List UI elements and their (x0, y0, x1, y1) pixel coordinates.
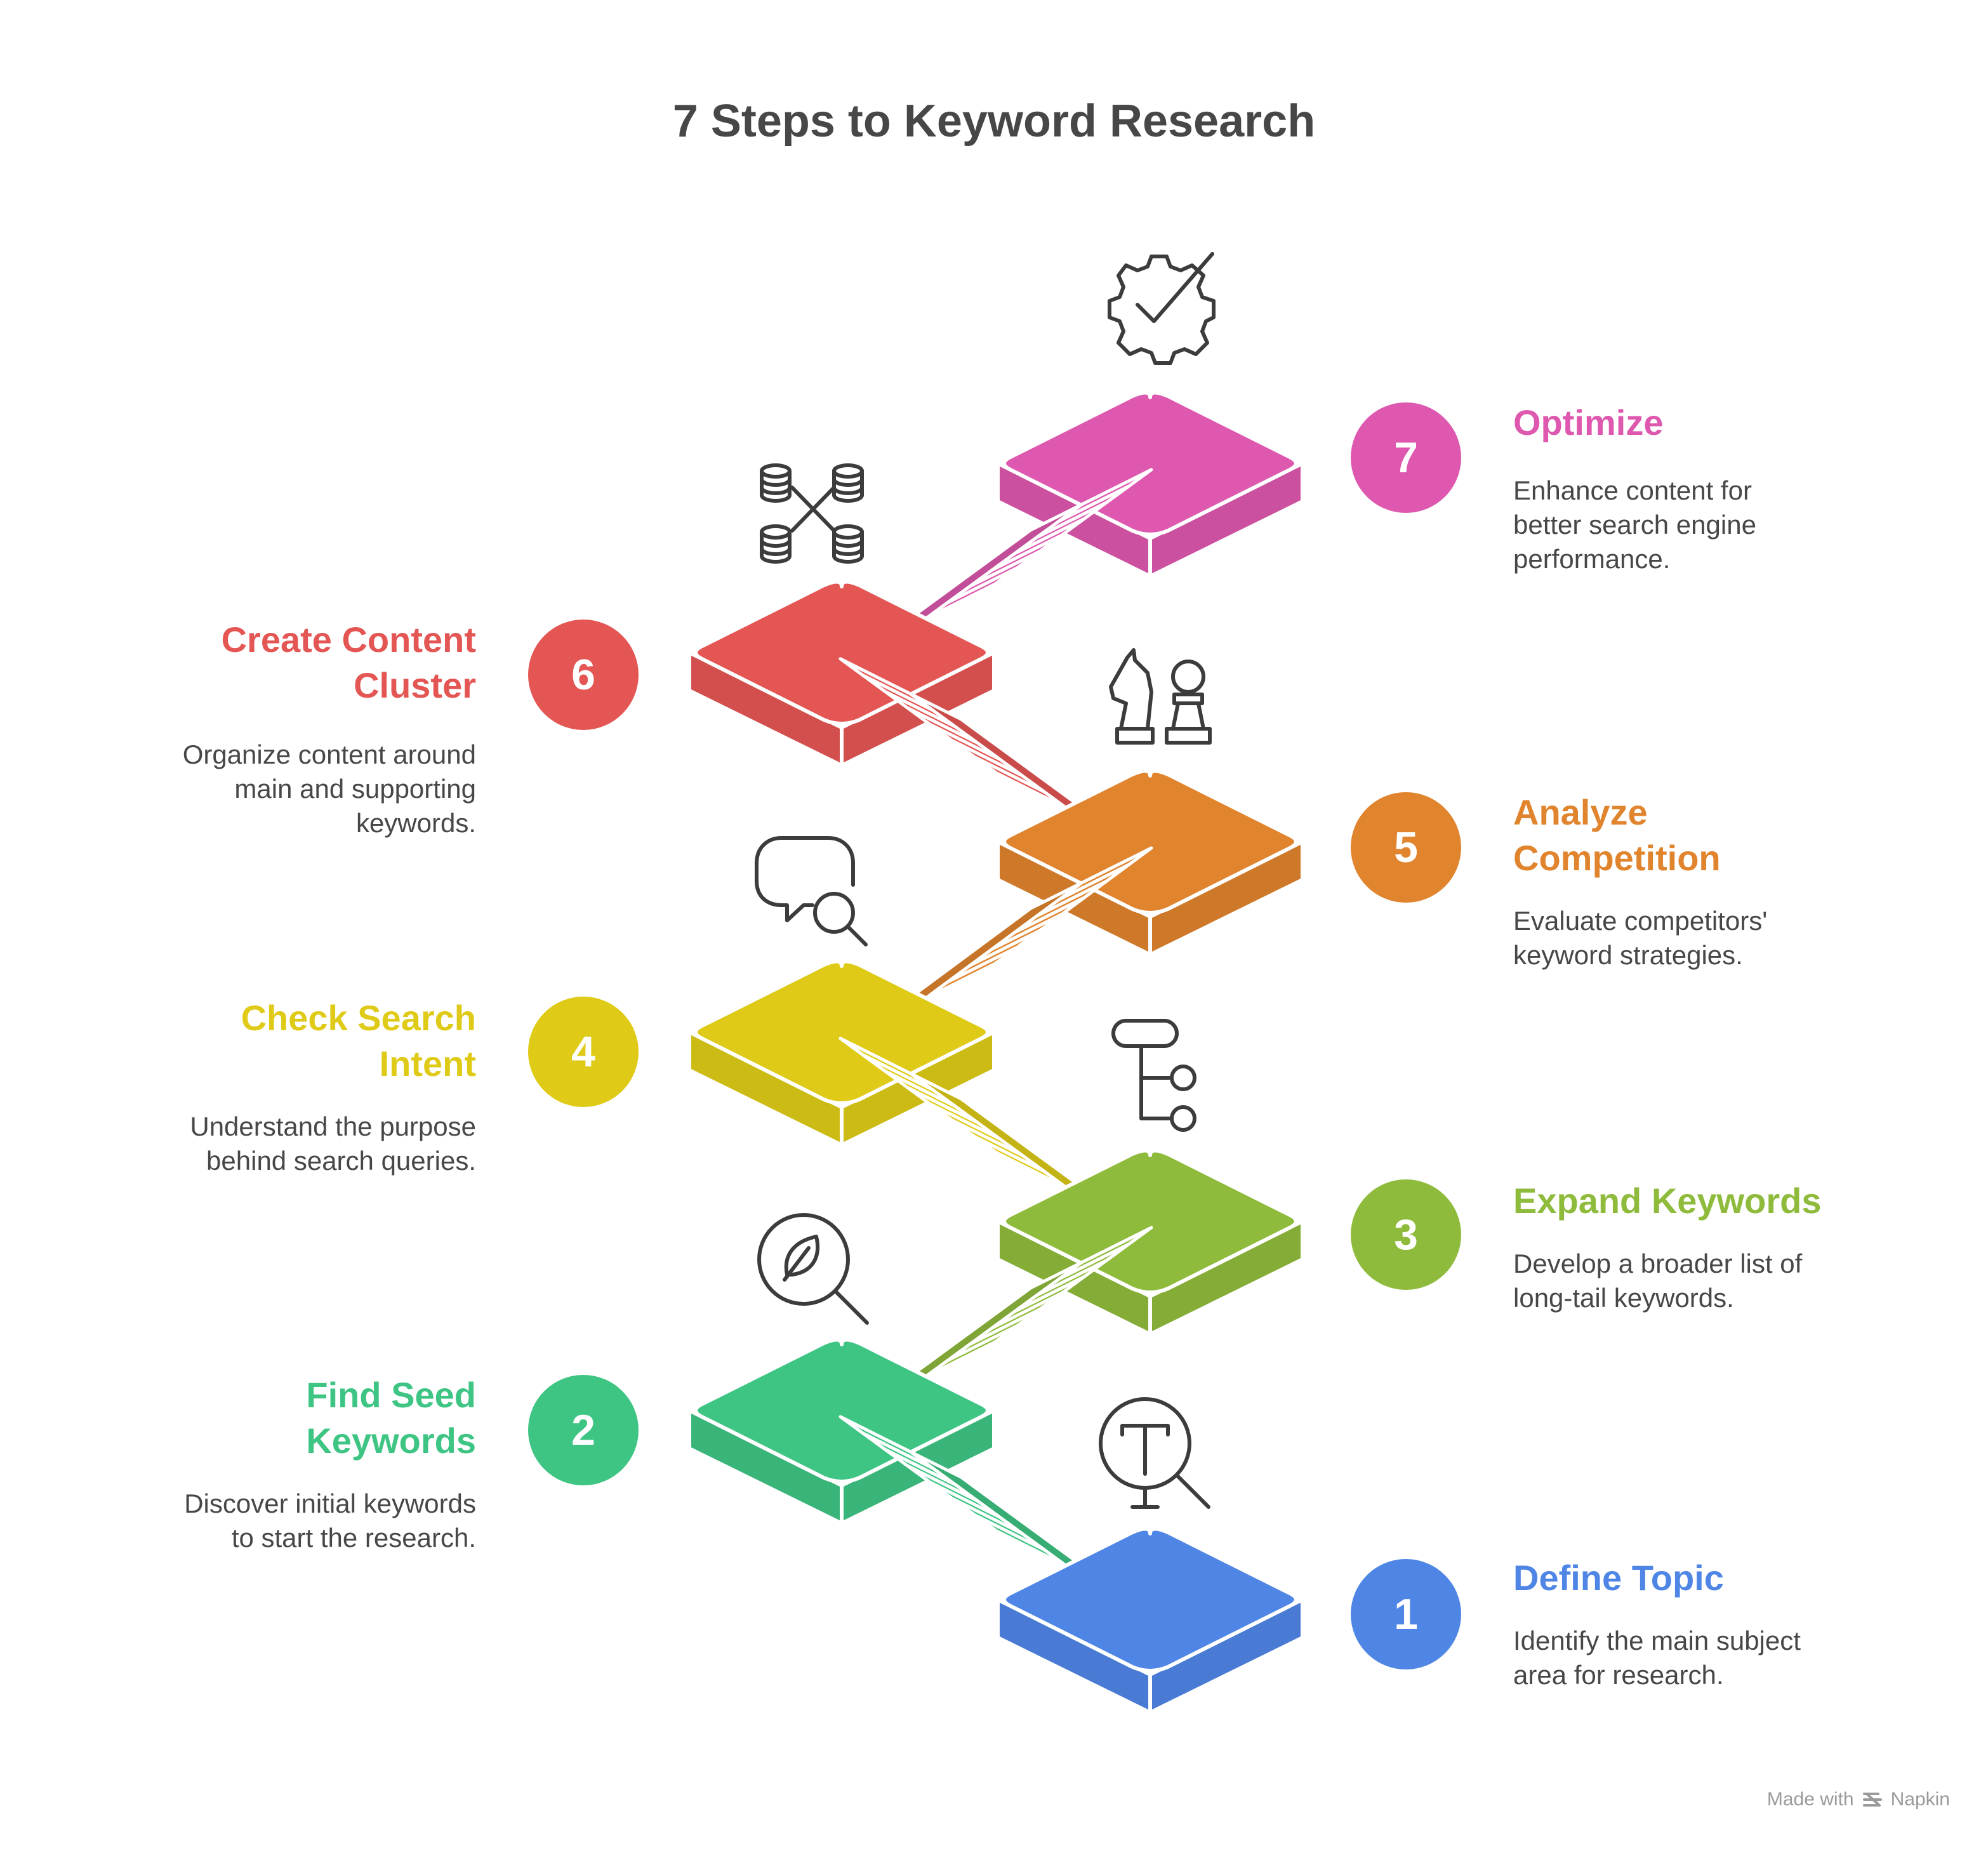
step-4-badge: 4 (528, 997, 639, 1107)
stair-1-2-step (838, 1415, 934, 1470)
step-7-badge: 7 (1351, 402, 1461, 513)
stair-5-6-step (838, 657, 934, 712)
step-5-badge: 5 (1351, 792, 1461, 903)
stair-2-3-step (1057, 1226, 1153, 1281)
step-1-title: Define Topic (1513, 1558, 1724, 1598)
step-7-title: Optimize (1513, 402, 1664, 442)
flowchart-icon (1111, 1019, 1196, 1132)
step-6-badge: 6 (528, 620, 639, 730)
napkin-brand-text: Napkin (1890, 1789, 1950, 1810)
text-search-icon (1099, 1397, 1210, 1509)
step-2-badge: 2 (528, 1375, 639, 1485)
step-4-platform-top (694, 959, 990, 1105)
step-5-description: Evaluate competitors'keyword strategies. (1513, 906, 1768, 970)
chess-pieces-icon (1109, 648, 1212, 745)
stair-6-7-step (1057, 468, 1153, 523)
gear-check-icon (1108, 252, 1216, 365)
step-7-platform-top (1002, 390, 1298, 536)
step-3-platform-top (1002, 1148, 1298, 1294)
step-1-badge: 1 (1351, 1559, 1461, 1669)
step-3-title: Expand Keywords (1513, 1181, 1822, 1221)
napkin-logo-icon (1862, 1793, 1882, 1807)
database-network-icon (760, 463, 867, 564)
page-title: 7 Steps to Keyword Research (672, 96, 1316, 147)
step-3-badge: 3 (1351, 1179, 1461, 1290)
leaf-search-icon (757, 1213, 869, 1325)
stair-4-5-step (1057, 846, 1153, 901)
made-with-text: Made with (1766, 1789, 1854, 1810)
step-5-platform-top (1002, 769, 1298, 915)
chat-search-icon (755, 836, 868, 946)
step-2-platform-top (694, 1337, 990, 1483)
made-with-napkin-watermark: Made with Napkin (1767, 1789, 1950, 1810)
stair-3-4-step (838, 1037, 934, 1092)
step-1-platform-top (1002, 1527, 1298, 1673)
step-6-platform-top (694, 580, 990, 726)
